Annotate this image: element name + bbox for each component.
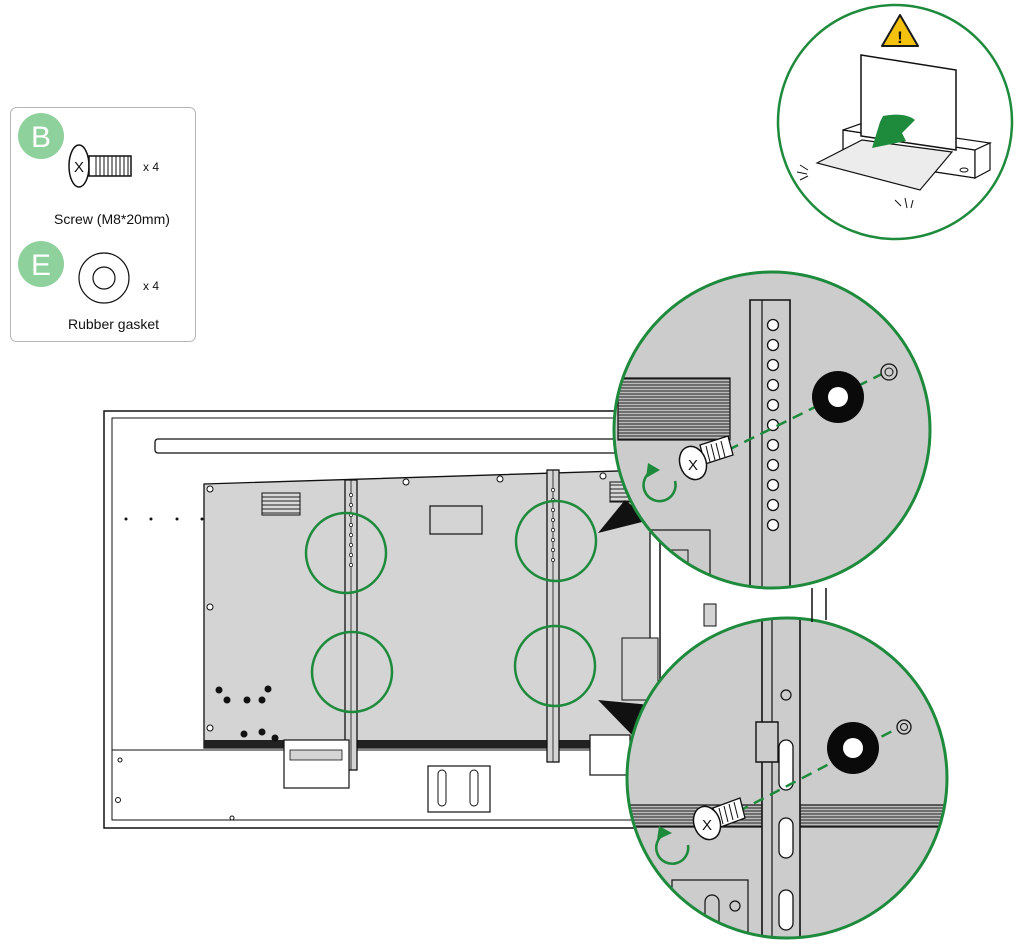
- inset-bracket-rail-bottom: [755, 618, 801, 938]
- tv-label-plate: [429, 505, 483, 535]
- mount-point-top-right: [514, 499, 598, 583]
- part-b-badge: [18, 113, 64, 159]
- rotate-arrow-icon: [654, 826, 690, 865]
- detail-inset-top: X: [612, 270, 932, 590]
- svg-text:X: X: [702, 817, 712, 834]
- warning-icon: !: [881, 14, 919, 47]
- tv-rear-view: [103, 410, 661, 829]
- part-e-name: Rubber gasket: [68, 316, 159, 332]
- inset-rubber-gasket-bottom: [827, 722, 879, 774]
- part-e-row: E x 4 Rubber gasket: [18, 241, 159, 332]
- inset-screw-bottom: X: [692, 797, 746, 841]
- tv-panel-upright: [860, 54, 957, 151]
- parts-list-box: B X x 4 Screw (M8*20mm) E x 4 Rubber gas…: [10, 107, 196, 342]
- part-b-qty: x 4: [143, 160, 159, 174]
- bracket-rail-left: [344, 479, 358, 771]
- inset-screw-top: X: [678, 435, 734, 481]
- part-b-letter: B: [31, 121, 51, 154]
- parts-list-frame: [10, 107, 196, 342]
- down-arrow-icon: [872, 114, 915, 148]
- soft-pad: [815, 139, 954, 191]
- svg-text:X: X: [688, 457, 698, 474]
- warning-symbol: !: [897, 28, 903, 47]
- mount-point-bottom-right: [513, 624, 597, 708]
- tv-top-bar: [154, 438, 656, 454]
- inset-rubber-gasket-top: [812, 371, 864, 423]
- part-b-name: Screw (M8*20mm): [54, 211, 170, 227]
- mount-point-bottom-left: [310, 630, 394, 714]
- screw-icon: X: [68, 144, 132, 188]
- part-e-letter: E: [31, 249, 51, 282]
- bracket-rail-right: [546, 469, 560, 763]
- rotate-arrow-icon: [642, 463, 677, 503]
- callout-pointer-top: [598, 500, 650, 533]
- part-b-row: B X x 4 Screw (M8*20mm): [18, 113, 170, 227]
- wall-bracket-leg: [703, 588, 827, 627]
- tv-foot-left: [283, 739, 350, 789]
- inset-bracket-rail-top: [749, 299, 791, 588]
- part-e-qty: x 4: [143, 279, 159, 293]
- tv-foot-right: [589, 734, 631, 776]
- part-e-badge: [18, 241, 64, 287]
- washer-icon: [78, 252, 130, 304]
- detail-inset-bottom: X: [625, 616, 949, 940]
- mount-point-top-left: [304, 511, 388, 595]
- warning-inset: !: [776, 3, 1014, 241]
- tv-vent-left: [261, 492, 301, 516]
- tv-center-bracket: [427, 765, 491, 813]
- screw-head-mark: X: [74, 159, 84, 176]
